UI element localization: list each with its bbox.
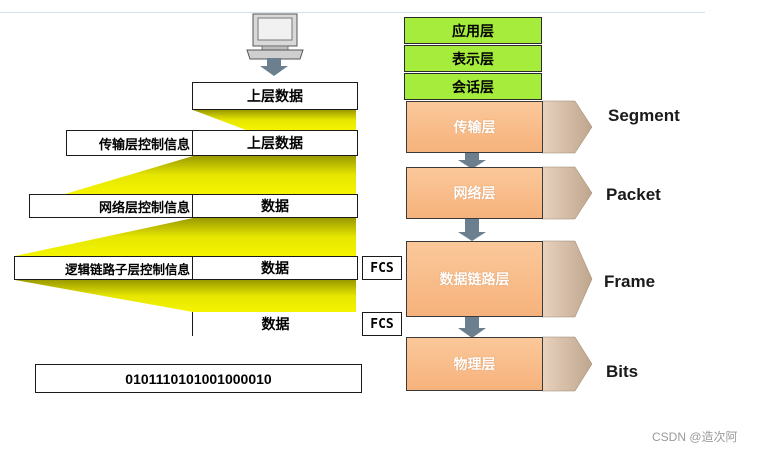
layer-session: 会话层 [404,73,542,100]
pdu-segment: Segment [608,106,680,125]
row3-control-box: 网络层控制信息 [29,194,193,218]
layer-application: 应用层 [404,17,542,44]
layer-network: 网络层 [406,167,543,219]
header-divider [0,12,705,13]
row5-fcs-box: FCS [362,312,402,336]
down-arrow-icon [458,317,486,338]
down-arrow-icon [458,153,486,169]
pdu-frame: Frame [604,272,656,291]
chevron-transport [541,100,593,154]
pdu-bits: Bits [606,362,639,381]
computer-icon [246,13,304,60]
row4-control-box: 逻辑链路子层控制信息 [14,256,193,280]
down-arrow-icon [260,58,288,76]
funnel-2 [65,156,356,194]
down-arrow-icon [458,219,486,241]
layer-physical: 物理层 [406,337,543,391]
funnel-4 [15,280,356,312]
layer-transport: 传输层 [406,101,543,153]
pdu-packet: Packet [606,185,661,204]
chevron-physical [541,336,593,392]
row2-control-box: 传输层控制信息 [66,130,193,156]
row5-data-box: 数据 [192,312,358,336]
layer-datalink: 数据链路层 [406,241,543,317]
row4-fcs-box: FCS [362,256,402,280]
chevron-datalink [541,240,593,318]
row2-data-box: 上层数据 [192,130,358,156]
watermark: CSDN @造次阿 [652,430,738,444]
row4-data-box: 数据 [192,256,358,280]
bitstream-box: 0101110101001000010 [35,364,362,393]
chevron-network [541,166,593,220]
funnel-3 [15,218,356,256]
row3-data-box: 数据 [192,194,358,218]
funnel-1 [193,110,356,130]
row1-data-box: 上层数据 [192,82,358,110]
layer-presentation: 表示层 [404,45,542,72]
